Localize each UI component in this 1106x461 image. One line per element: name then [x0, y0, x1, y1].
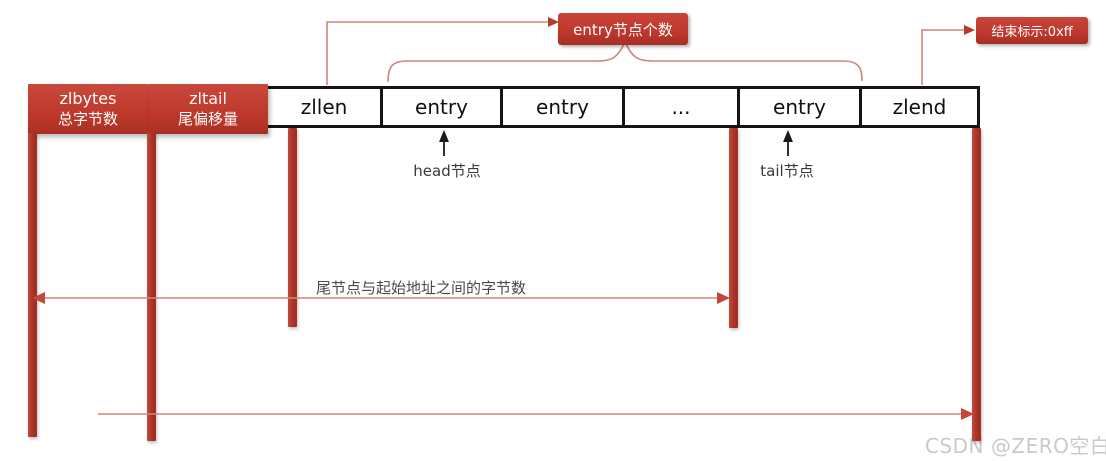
cell-zllen: zllen	[265, 86, 383, 128]
block-zltail: zltail 尾偏移量	[148, 84, 268, 134]
entries-brace	[387, 40, 863, 83]
cell-entry-1: entry	[380, 86, 503, 128]
cell-zlend: zlend	[859, 86, 980, 128]
head-arrowhead-icon	[439, 130, 449, 142]
zllen-to-entrycount-connector	[326, 21, 548, 85]
watermark: CSDN @ZERO空白	[925, 434, 1106, 458]
head-node-label: head节点	[413, 162, 481, 180]
zlbytes-boundary-bar	[28, 133, 37, 437]
cell-ellipsis: ...	[622, 86, 740, 128]
tail-offset-label: 尾节点与起始地址之间的字节数	[315, 279, 526, 297]
zltail-sublabel: 尾偏移量	[177, 109, 238, 128]
zlend-to-endmarker-connector	[921, 29, 964, 85]
zlbytes-label: zlbytes	[59, 88, 117, 108]
zltail-label: zltail	[189, 88, 227, 108]
end-marker-callout: 结束标示:0xff	[976, 17, 1088, 44]
tail-entry-boundary-bar	[729, 128, 738, 328]
block-zlbytes: zlbytes 总字节数	[28, 84, 148, 134]
cell-entry-2: entry	[500, 86, 625, 128]
entry-count-callout: entry节点个数	[558, 13, 688, 45]
endmarker-arrowhead-icon	[964, 25, 975, 35]
tail-node-label: tail节点	[760, 162, 814, 180]
zltail-boundary-bar	[147, 133, 156, 441]
tail-arrowhead-icon	[783, 130, 793, 142]
zllen-boundary-bar	[288, 128, 297, 327]
zlbytes-sublabel: 总字节数	[57, 109, 118, 128]
cell-entry-tail: entry	[737, 86, 862, 128]
zlend-boundary-bar	[972, 128, 981, 441]
